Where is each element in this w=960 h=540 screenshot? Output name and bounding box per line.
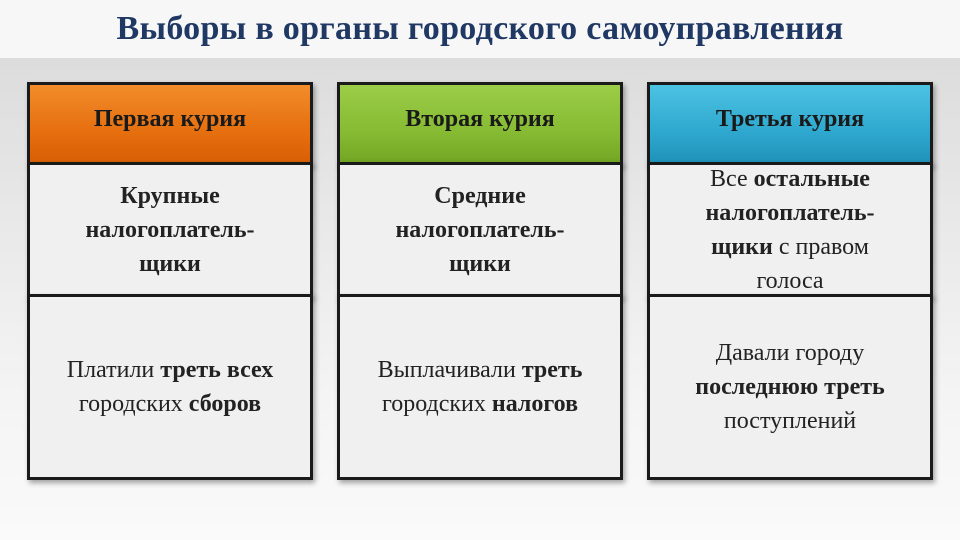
text-run: Крупные налогоплатель-щики (85, 182, 255, 278)
text-run: с правом голоса (756, 234, 869, 295)
curia-tax-share-3: Давали городу последнюю треть поступлени… (647, 294, 933, 480)
text-run: Средние налогоплатель-щики (395, 182, 565, 278)
curia-column-2: Вторая курия Средние налогоплатель-щики … (337, 82, 623, 480)
text-run: поступлений (723, 408, 857, 435)
curia-tax-share-text-2: Выплачивали треть городских налогов (365, 353, 595, 421)
curia-voters-1: Крупные налогоплатель-щики (27, 162, 313, 298)
curia-header-3: Третья курия (647, 82, 933, 166)
curia-column-3: Третья курия Все остальные налогоплатель… (647, 82, 933, 480)
curia-voters-2: Средние налогоплатель-щики (337, 162, 623, 298)
curia-header-2: Вторая курия (337, 82, 623, 166)
curia-tax-share-text-1: Платили треть всех городских сборов (38, 353, 302, 421)
text-run: последнюю треть (695, 373, 885, 400)
text-run: Выплачивали (377, 356, 522, 383)
text-run: сборов (188, 391, 262, 417)
curia-tax-share-2: Выплачивали треть городских налогов (337, 294, 623, 480)
curia-column-1: Первая курия Крупные налогоплатель-щики … (27, 82, 313, 480)
text-run: налогов (491, 391, 579, 417)
curia-header-1: Первая курия (27, 82, 313, 166)
curia-tax-share-text-3: Давали городу последнюю треть поступлени… (665, 336, 915, 438)
curia-voters-text-3: Все остальные налогоплатель-щики с право… (675, 162, 905, 298)
text-run: остальные налогоплатель-щики (705, 165, 875, 260)
curia-voters-text-2: Средние налогоплатель-щики (380, 179, 580, 281)
text-run: Давали городу (715, 339, 865, 366)
text-run: Все (710, 165, 754, 192)
curia-voters-3: Все остальные налогоплатель-щики с право… (647, 162, 933, 298)
title-bar: Выборы в органы городского самоуправлени… (0, 0, 960, 58)
curia-tax-share-1: Платили треть всех городских сборов (27, 294, 313, 480)
text-run: городских (78, 391, 189, 417)
text-run: Платили (66, 356, 161, 383)
text-run: треть всех (160, 356, 274, 383)
text-run: городских (381, 391, 492, 417)
curia-voters-text-1: Крупные налогоплатель-щики (70, 179, 270, 281)
text-run: треть (521, 356, 583, 383)
page-title: Выборы в органы городского самоуправлени… (116, 10, 844, 47)
